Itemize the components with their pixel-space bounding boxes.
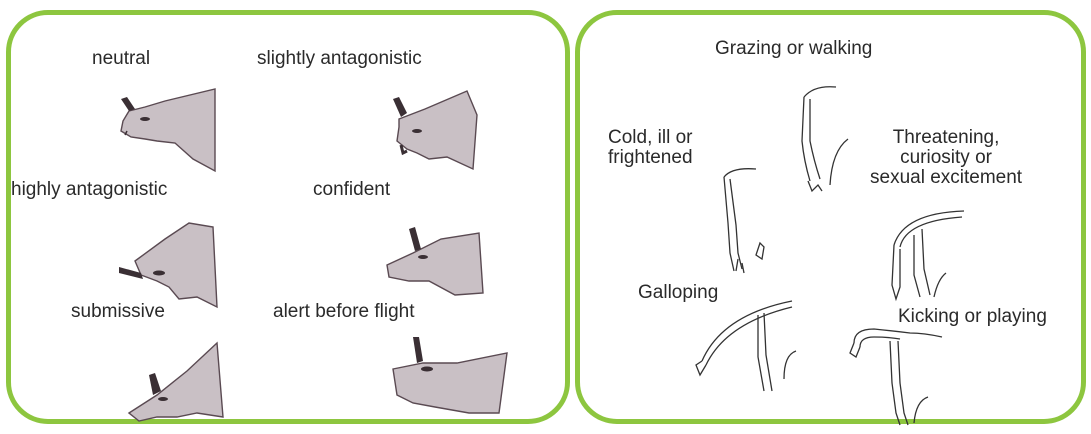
label-slightly-antagonistic: slightly antagonistic (257, 49, 422, 69)
label-threatening: Threatening, curiosity or sexual excitem… (870, 128, 1022, 188)
cow-head-confident (379, 215, 489, 305)
label-confident: confident (313, 180, 390, 200)
label-threat-line3: sexual excitement (870, 168, 1022, 188)
cow-head-slightly-antagonistic (377, 87, 483, 179)
tail-grazing-walking (792, 81, 862, 201)
label-cold-line2: frightened (608, 148, 693, 168)
cow-head-highly-antagonistic (117, 215, 227, 315)
label-threat-line1: Threatening, (870, 128, 1022, 148)
label-neutral: neutral (92, 49, 150, 69)
label-grazing-or-walking: Grazing or walking (715, 39, 872, 59)
label-cold-line1: Cold, ill or (608, 128, 693, 148)
tail-galloping (692, 295, 822, 397)
tail-posture-panel: Grazing or walking Cold, ill or frighten… (575, 10, 1086, 424)
tail-kicking-or-playing (844, 313, 944, 433)
cow-head-submissive (117, 337, 229, 423)
label-cold-ill-frightened: Cold, ill or frightened (608, 128, 693, 168)
cow-head-neutral (115, 83, 225, 183)
tail-threatening (884, 205, 984, 305)
cow-head-alert-before-flight (387, 333, 513, 421)
tail-cold-ill-frightened (716, 163, 786, 281)
head-posture-panel: neutral slightly antagonistic highly ant… (6, 10, 570, 424)
label-threat-line2: curiosity or (870, 148, 1022, 168)
